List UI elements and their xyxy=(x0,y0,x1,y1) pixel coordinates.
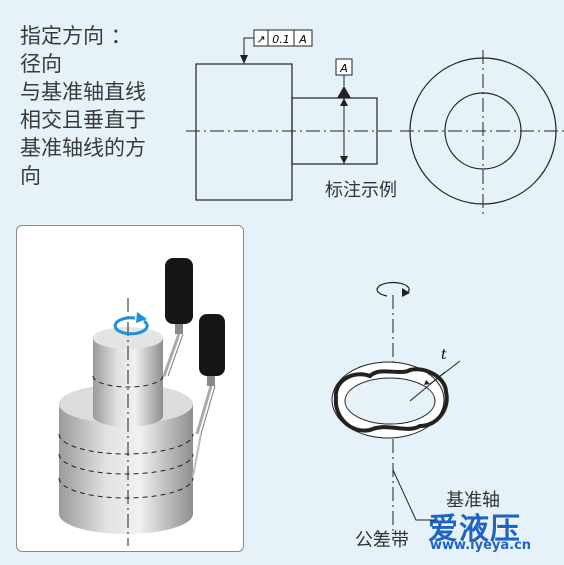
tolerance-width-label: t xyxy=(441,347,447,363)
measured-profile xyxy=(333,367,449,433)
description-line: 基准轴线的方 xyxy=(20,136,146,160)
description-line: 指定方向 ： xyxy=(20,24,132,48)
zone-leader xyxy=(373,529,379,537)
datum-reference: A xyxy=(298,33,307,46)
tolerance-zone-drawing: t xyxy=(331,281,461,537)
datum-axis-leader xyxy=(392,469,436,521)
description-line: 向 xyxy=(20,164,41,188)
datum-axis-label: 基准轴 xyxy=(446,490,500,511)
watermark-url: www.iyeya.cn xyxy=(430,538,532,553)
runout-symbol: ↗ xyxy=(256,33,265,46)
description-line: 相交且垂直于 xyxy=(20,108,146,132)
datum-flag-letter: A xyxy=(339,62,348,75)
large-cylinder-outline xyxy=(195,63,293,201)
leader-line xyxy=(243,37,254,62)
description-line: 与基准轴直线 xyxy=(20,80,146,104)
rotation-symbol-icon xyxy=(376,281,410,297)
dial-indicator-upper xyxy=(162,258,193,377)
description-line: 径向 xyxy=(20,52,62,76)
leader-arrowhead xyxy=(240,55,248,64)
tolerance-zone-label: 公差带 xyxy=(355,530,409,551)
datum-triangle xyxy=(337,86,351,98)
runout-measurement-illustration xyxy=(58,258,225,546)
inner-zone-boundary xyxy=(344,377,436,425)
rotation-arrow-icon xyxy=(113,312,149,336)
watermark-logo: 爱液压 xyxy=(428,512,521,547)
annotation-example-drawing: ↗ 0.1 A A xyxy=(186,29,564,215)
feature-control-frame: ↗ 0.1 A xyxy=(253,29,313,47)
tolerance-value: 0.1 xyxy=(272,33,290,46)
measurement-illustration-panel xyxy=(16,225,244,552)
dial-indicator-lower xyxy=(192,314,225,477)
description-text: 指定方向 ： 径向 与基准轴直线 相交且垂直于 基准轴线的方 向 xyxy=(20,22,190,190)
example-caption: 标注示例 xyxy=(325,180,397,201)
